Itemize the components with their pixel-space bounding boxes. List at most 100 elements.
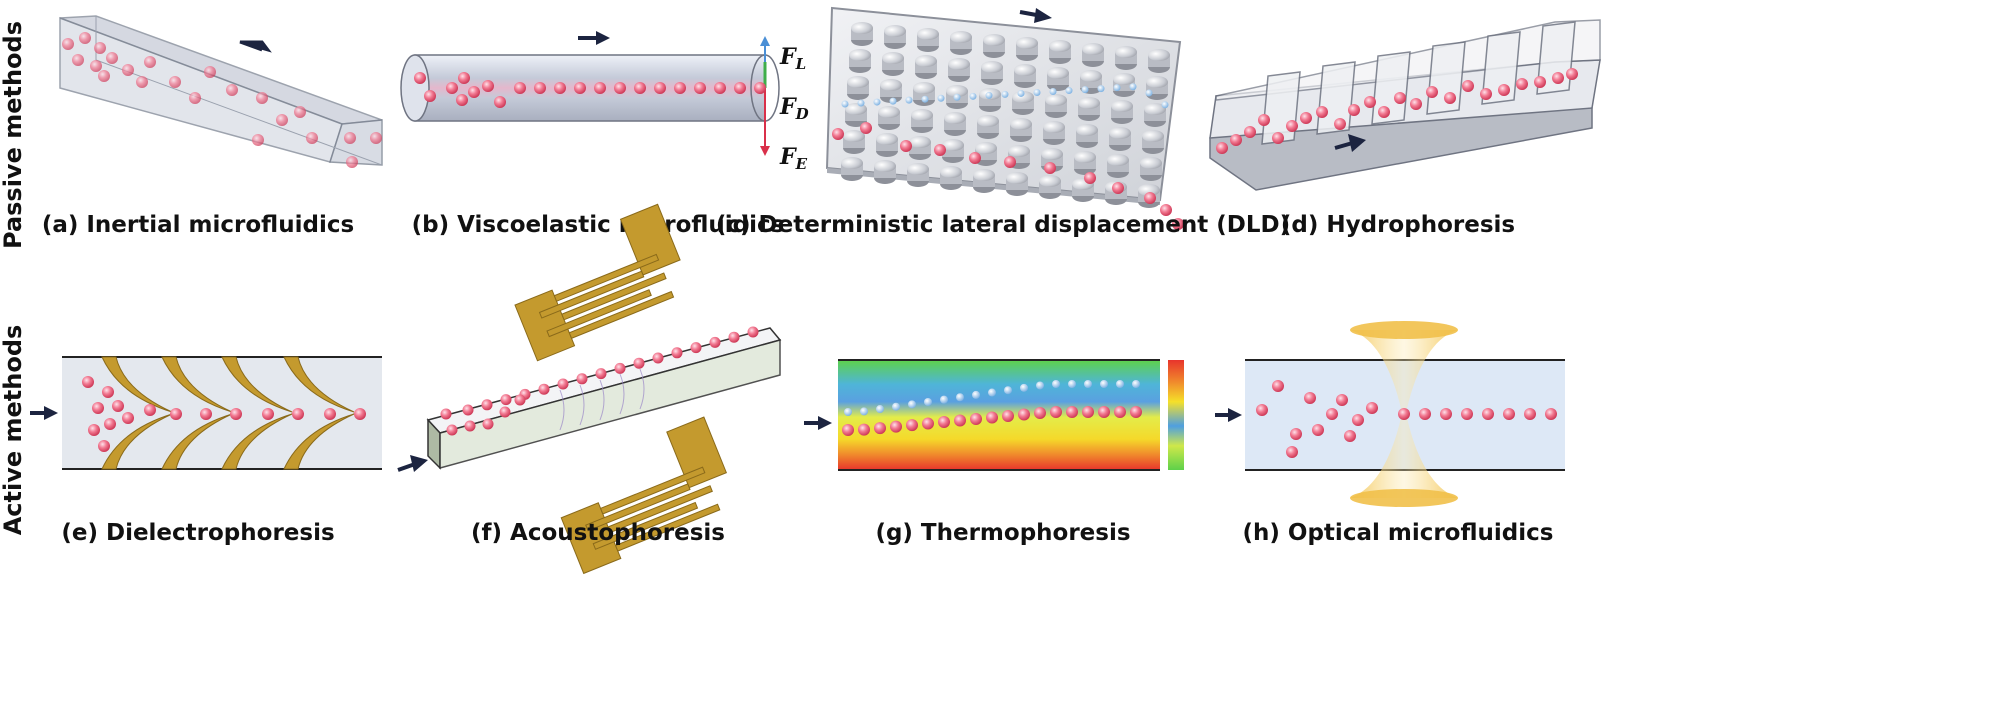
small-particle <box>1116 380 1124 388</box>
small-particle <box>908 400 916 409</box>
force-label-elastic: FE <box>779 144 808 173</box>
caption-b: (b) Viscoelastic microfluidics <box>412 212 785 238</box>
large-particle <box>1084 172 1096 184</box>
particle <box>1462 80 1474 92</box>
particle <box>256 92 268 104</box>
large-particle <box>832 128 844 140</box>
particle <box>200 408 212 420</box>
particle <box>714 82 726 94</box>
idt-finger <box>614 503 721 552</box>
particle <box>226 84 238 96</box>
large-particle <box>1112 182 1124 194</box>
large-particle <box>922 417 934 430</box>
small-particle <box>940 395 948 404</box>
channel-front-wall <box>1209 107 1593 191</box>
small-particle <box>1065 87 1073 95</box>
large-particle <box>890 420 902 433</box>
particle <box>1216 142 1228 154</box>
panel-dielectrophoresis <box>30 356 382 470</box>
pillar-top <box>977 115 999 127</box>
panel-hydrophoresis <box>1209 19 1601 191</box>
small-particle <box>921 95 929 103</box>
large-particle <box>1050 406 1062 418</box>
particle <box>709 336 721 348</box>
pillar-top <box>1111 100 1133 112</box>
small-particle <box>857 99 865 107</box>
particle <box>1286 446 1298 458</box>
elastic-force-arrow-head <box>760 146 770 156</box>
panel-dld <box>825 6 1184 230</box>
electrode <box>283 413 355 470</box>
pillar-top <box>981 61 1003 73</box>
particle <box>481 399 493 411</box>
pillar-top <box>851 22 873 34</box>
particle-group <box>1216 68 1578 154</box>
particle <box>728 331 740 343</box>
particle <box>1286 120 1298 132</box>
small-particle <box>873 98 881 106</box>
caption-f: (f) Acoustophoresis <box>471 520 725 546</box>
particle <box>674 82 686 94</box>
particle-group <box>842 380 1142 436</box>
particle <box>98 70 110 82</box>
particle <box>1290 428 1302 440</box>
panel-thermophoresis <box>804 359 1184 471</box>
lift-force-arrow-head <box>760 36 770 46</box>
pillar-top <box>843 130 865 142</box>
small-particle <box>1084 380 1092 388</box>
small-particle <box>1020 383 1028 392</box>
electrode <box>283 356 355 413</box>
particle <box>1244 126 1256 138</box>
particle <box>1444 92 1456 104</box>
particle <box>106 52 118 64</box>
flow-arrow <box>239 40 272 53</box>
large-particle <box>1130 406 1142 418</box>
particle <box>1545 408 1557 420</box>
pillar-top <box>876 133 898 145</box>
pillar-top <box>1107 154 1129 166</box>
particle <box>169 76 181 88</box>
channel-side-face <box>439 339 781 469</box>
particle <box>136 76 148 88</box>
large-particle <box>1098 406 1110 418</box>
particle <box>414 72 426 84</box>
panel-viscoelastic: FL FD FE <box>400 31 809 173</box>
pillar-top <box>1080 70 1102 82</box>
pillar-top <box>911 109 933 121</box>
large-particle <box>954 414 966 427</box>
large-particle <box>906 419 918 432</box>
particle <box>122 64 134 76</box>
small-particle <box>1004 386 1012 395</box>
particle <box>574 82 586 94</box>
idt-finger <box>546 289 652 338</box>
small-particle <box>985 91 993 99</box>
large-particle <box>1160 204 1172 216</box>
particle <box>1503 408 1515 420</box>
groove-ridge <box>1426 41 1466 115</box>
particle-group <box>82 376 366 452</box>
small-particle <box>1132 380 1140 388</box>
small-particle <box>969 92 977 100</box>
particle <box>122 412 134 424</box>
large-particle <box>934 144 946 156</box>
particle <box>464 420 476 432</box>
pillar-top <box>944 112 966 124</box>
large-particle <box>1004 156 1016 168</box>
tube-body <box>414 54 766 122</box>
particle <box>112 400 124 412</box>
pillar-top <box>1148 49 1170 61</box>
small-particle <box>1017 89 1025 97</box>
particle <box>79 32 91 44</box>
pillar-top <box>1008 145 1030 157</box>
particle <box>440 408 452 420</box>
flow-arrow-head <box>818 416 832 430</box>
large-particle <box>938 416 950 429</box>
flow-arrow-head <box>1228 408 1242 422</box>
particle <box>324 408 336 420</box>
small-particle <box>889 97 897 105</box>
acoustic-wave-lines <box>559 368 645 431</box>
particle <box>1272 132 1284 144</box>
particle <box>514 394 526 406</box>
particle-group <box>1256 380 1557 458</box>
pillar-top <box>1043 121 1065 133</box>
